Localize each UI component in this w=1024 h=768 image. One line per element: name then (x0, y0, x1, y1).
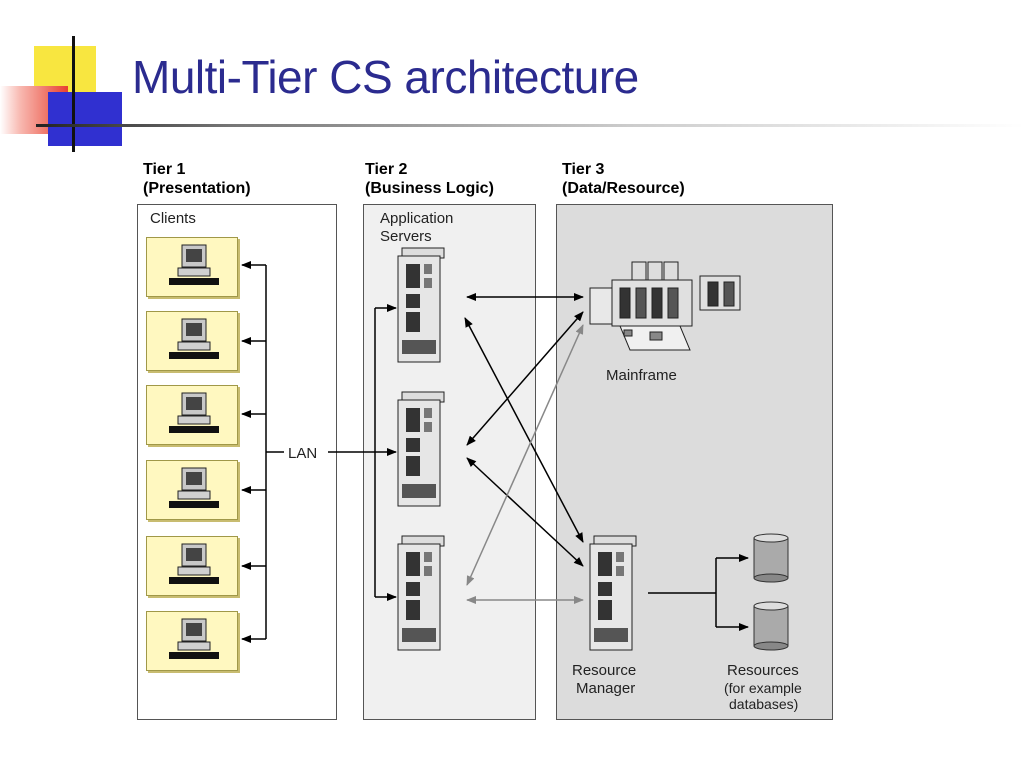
mainframe-label: Mainframe (606, 367, 677, 384)
server-resource-links (464, 293, 584, 567)
resource-manager-server-icon (589, 535, 637, 651)
client-computer-1 (146, 237, 238, 297)
computer-icon (169, 467, 219, 508)
resource-manager-links (648, 554, 749, 631)
lan-bus-tier1 (241, 261, 397, 643)
tier-2-heading: Tier 2 (Business Logic) (365, 160, 494, 198)
client-computer-4 (146, 460, 238, 520)
clients-label: Clients (150, 210, 196, 227)
database-icon-1 (753, 533, 789, 583)
lan-bus-tier2 (374, 304, 397, 601)
corner-decoration-blue (48, 92, 122, 146)
client-computer-2 (146, 311, 238, 371)
server-resource-links-grey (466, 324, 584, 604)
tier-1-name: Tier 1 (143, 161, 186, 178)
mainframe-icon (589, 261, 741, 351)
app-server-1-icon (397, 247, 445, 363)
computer-icon (169, 244, 219, 285)
computer-icon (169, 318, 219, 359)
app-server-3-icon (397, 535, 445, 651)
tier-3-heading: Tier 3 (Data/Resource) (562, 160, 685, 198)
resource-manager-label-line1: Resource (572, 662, 637, 679)
app-server-2-icon (397, 391, 445, 507)
resources-label-line3: databases) (729, 696, 799, 712)
resource-manager-label-line2: Manager (576, 680, 636, 697)
app-servers-label-line2: Servers (380, 228, 432, 245)
lan-label: LAN (286, 445, 320, 462)
database-icon-2 (753, 601, 789, 651)
tier-1-heading: Tier 1 (Presentation) (143, 160, 251, 198)
resources-label-line1: Resources (727, 662, 799, 679)
tier-2-name: Tier 2 (365, 161, 408, 178)
computer-icon (169, 543, 219, 584)
resources-label-line2: (for example (724, 680, 802, 696)
title-underline (36, 124, 1024, 127)
tier-2-sub: (Business Logic) (365, 180, 494, 197)
computer-icon (169, 618, 219, 659)
tier-3-name: Tier 3 (562, 161, 605, 178)
client-computer-5 (146, 536, 238, 596)
app-servers-label-line1: Application (380, 210, 454, 227)
slide-title: Multi-Tier CS architecture (132, 51, 639, 103)
tier-1-sub: (Presentation) (143, 180, 251, 197)
corner-decoration-vline (72, 36, 75, 152)
client-computer-3 (146, 385, 238, 445)
client-computer-6 (146, 611, 238, 671)
tier-3-sub: (Data/Resource) (562, 180, 685, 197)
computer-icon (169, 392, 219, 433)
